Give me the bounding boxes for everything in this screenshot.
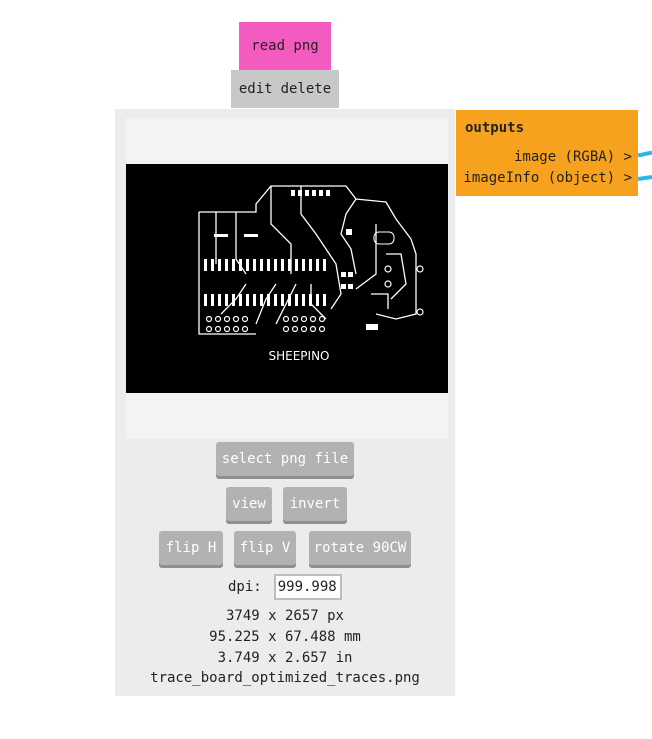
flip-h-button[interactable]: flip H bbox=[159, 531, 223, 565]
view-button[interactable]: view bbox=[226, 487, 272, 521]
inch-dimensions: 3.749 x 2.657 in bbox=[217, 650, 353, 666]
dpi-input[interactable] bbox=[273, 574, 342, 600]
node-actions: edit delete bbox=[231, 70, 339, 108]
output-wire-imageinfo bbox=[637, 175, 652, 181]
delete-button[interactable]: delete bbox=[280, 81, 332, 97]
dpi-label: dpi: bbox=[228, 579, 262, 595]
pcb-image: SHEEPINO bbox=[126, 164, 448, 393]
outputs-panel: outputs image (RGBA) > imageInfo (object… bbox=[456, 110, 638, 196]
output-port-imageinfo[interactable]: imageInfo (object) > bbox=[463, 170, 632, 186]
dpi-row: dpi: bbox=[228, 574, 342, 600]
pixel-dimensions: 3749 x 2657 px bbox=[225, 608, 344, 624]
node-title[interactable]: read png bbox=[239, 22, 331, 70]
rotate-90cw-button[interactable]: rotate 90CW bbox=[309, 531, 411, 565]
outputs-header: outputs bbox=[465, 120, 525, 136]
image-preview: SHEEPINO bbox=[126, 118, 448, 439]
board-label: SHEEPINO bbox=[268, 349, 329, 363]
invert-button[interactable]: invert bbox=[283, 487, 347, 521]
output-port-image[interactable]: image (RGBA) > bbox=[513, 149, 632, 165]
node-body: SHEEPINO select png file view invert fli… bbox=[115, 109, 455, 696]
flip-v-button[interactable]: flip V bbox=[234, 531, 296, 565]
file-name: trace_board_optimized_traces.png bbox=[150, 670, 420, 686]
output-wire-image bbox=[637, 150, 652, 158]
select-png-file-button[interactable]: select png file bbox=[216, 442, 354, 476]
edit-button[interactable]: edit bbox=[238, 81, 273, 97]
mm-dimensions: 95.225 x 67.488 mm bbox=[209, 629, 361, 645]
